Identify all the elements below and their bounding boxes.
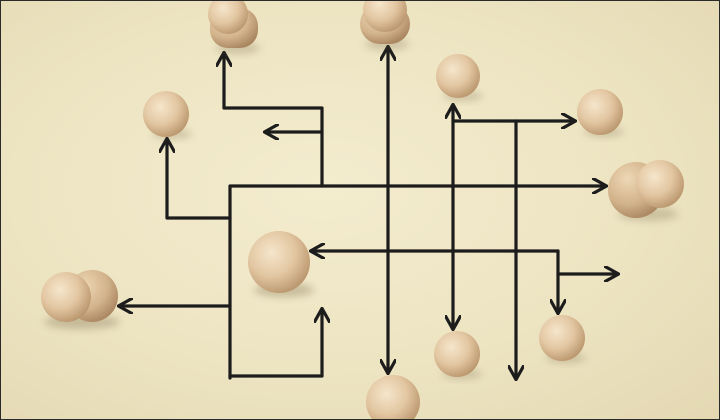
- wooden-peg: [366, 375, 420, 420]
- wooden-peg: [577, 89, 624, 137]
- wooden-peg: [539, 315, 586, 363]
- wooden-peg: [41, 270, 120, 329]
- wooden-peg: [248, 231, 314, 297]
- arrow-line: [228, 186, 605, 380]
- arrow-network: [120, 48, 617, 378]
- wooden-peg: [360, 0, 410, 50]
- wooden-peg: [208, 0, 260, 54]
- arrow-line: [224, 54, 324, 188]
- wooden-peg: [434, 331, 482, 379]
- wooden-peg: [436, 54, 483, 101]
- wooden-peg: [608, 160, 684, 221]
- arrow-line: [167, 140, 232, 220]
- wooden-pegs: [41, 0, 684, 420]
- arrow-line: [228, 310, 322, 378]
- wooden-peg: [143, 91, 192, 139]
